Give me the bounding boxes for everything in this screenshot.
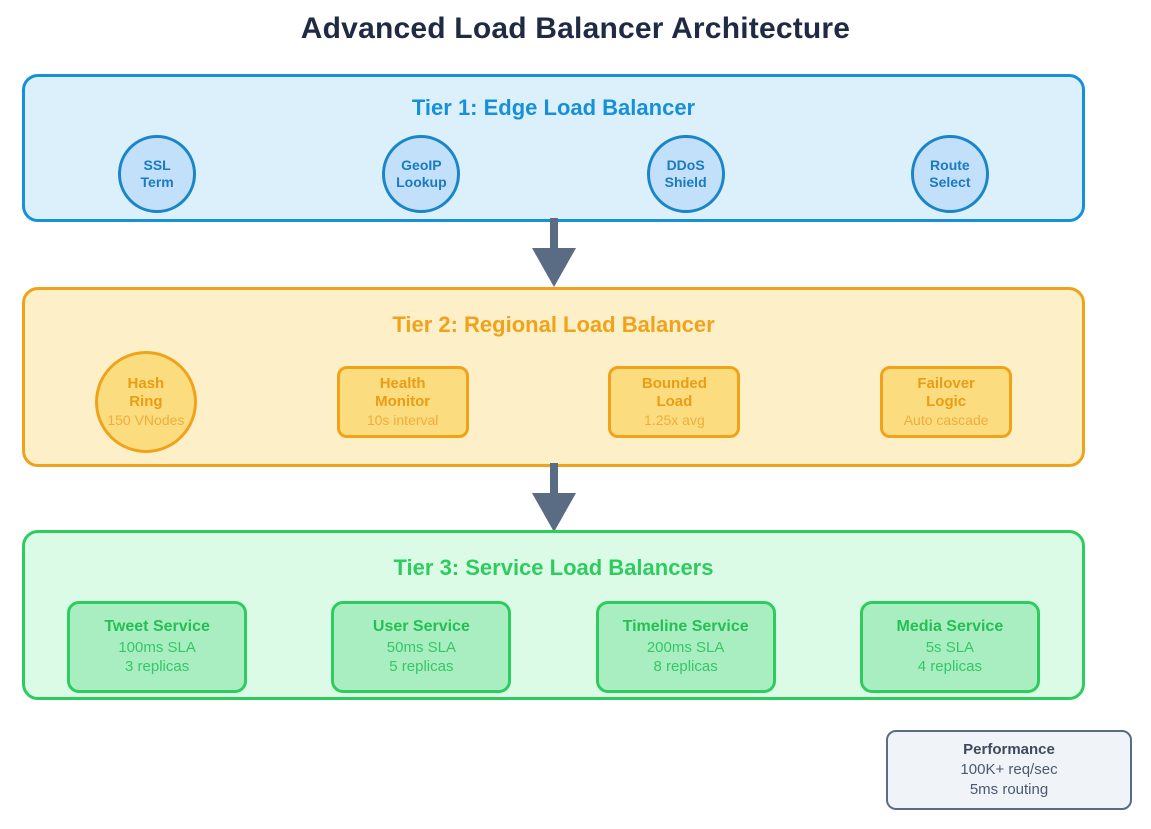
tier-1-node-geoip-lookup[interactable]: GeoIP Lookup: [382, 135, 461, 213]
arrow-tier1-to-tier2-icon: [532, 218, 576, 287]
tier-3-node-timeline-service[interactable]: Timeline Service 200ms SLA 8 replicas: [595, 601, 776, 693]
node-line-2: Shield: [664, 174, 707, 190]
node-line-2: Load: [656, 393, 693, 411]
tier-1-title: Tier 1: Edge Load Balancer: [411, 95, 696, 120]
tier-3-title: Tier 3: Service Load Balancers: [393, 555, 714, 580]
node-line-2: Logic: [926, 393, 967, 411]
node-line-1: SSL: [143, 157, 171, 174]
performance-card: Performance 100K+ req/sec 5ms routing: [886, 730, 1132, 810]
node-line-2: Term: [140, 174, 174, 190]
node-line-1: Hash: [127, 375, 165, 393]
node-name: Media Service: [896, 618, 1004, 636]
tier-1-panel: Tier 1: Edge Load Balancer SSL Term GeoI…: [22, 74, 1085, 222]
node-line-2: Monitor: [375, 393, 431, 411]
node-sla: 5s SLA: [925, 638, 975, 656]
node-line-1: Bounded: [641, 375, 707, 393]
tier-2-node-health-monitor[interactable]: Health Monitor 10s interval: [336, 366, 469, 438]
node-subtitle: 10s interval: [366, 411, 439, 428]
node-name: Tweet Service: [104, 618, 210, 636]
node-subtitle: 150 VNodes: [107, 411, 185, 428]
tier-1-node-route-select[interactable]: Route Select: [910, 135, 989, 213]
tier-2-node-hash-ring[interactable]: Hash Ring 150 VNodes: [94, 351, 197, 453]
tier-2-title: Tier 2: Regional Load Balancer: [392, 312, 715, 337]
node-line-2: Select: [929, 174, 971, 190]
node-sla: 50ms SLA: [386, 638, 456, 656]
tier-1-node-row: SSL Term GeoIP Lookup DDoS Shield Route …: [25, 133, 1082, 215]
performance-title: Performance: [963, 740, 1055, 758]
node-subtitle: 1.25x avg: [644, 411, 705, 428]
node-line-1: Route: [930, 157, 970, 174]
node-line-2: Lookup: [396, 174, 447, 190]
tier-3-node-tweet-service[interactable]: Tweet Service 100ms SLA 3 replicas: [67, 601, 248, 693]
node-name: User Service: [372, 618, 470, 636]
node-line-1: Failover: [917, 375, 975, 393]
performance-latency: 5ms routing: [969, 781, 1049, 799]
node-replicas: 3 replicas: [125, 658, 190, 676]
node-replicas: 4 replicas: [917, 658, 982, 676]
node-line-1: DDoS: [666, 157, 705, 174]
node-line-1: Health: [379, 375, 426, 393]
node-replicas: 8 replicas: [653, 658, 718, 676]
tier-3-panel: Tier 3: Service Load Balancers Tweet Ser…: [22, 530, 1085, 700]
tier-1-node-ssl-term[interactable]: SSL Term: [118, 135, 197, 213]
tier-3-node-media-service[interactable]: Media Service 5s SLA 4 replicas: [859, 601, 1040, 693]
node-line-2: Ring: [129, 393, 163, 411]
arrow-tier2-to-tier3-icon: [532, 463, 576, 532]
node-replicas: 5 replicas: [389, 658, 454, 676]
tier-2-node-failover-logic[interactable]: Failover Logic Auto cascade: [880, 366, 1013, 438]
performance-throughput: 100K+ req/sec: [960, 760, 1058, 778]
tier-3-node-user-service[interactable]: User Service 50ms SLA 5 replicas: [331, 601, 512, 693]
tier-2-panel: Tier 2: Regional Load Balancer Hash Ring…: [22, 287, 1085, 467]
node-sla: 200ms SLA: [646, 638, 725, 656]
tier-2-node-row: Hash Ring 150 VNodes Health Monitor 10s …: [25, 351, 1082, 453]
page-title: Advanced Load Balancer Architecture: [300, 12, 851, 45]
node-name: Timeline Service: [622, 618, 749, 636]
tier-2-node-bounded-load[interactable]: Bounded Load 1.25x avg: [608, 366, 741, 438]
node-subtitle: Auto cascade: [903, 411, 989, 428]
node-line-1: GeoIP: [401, 157, 442, 174]
tier-1-node-ddos-shield[interactable]: DDoS Shield: [646, 135, 725, 213]
node-sla: 100ms SLA: [118, 638, 196, 656]
tier-3-node-row: Tweet Service 100ms SLA 3 replicas User …: [25, 601, 1082, 693]
